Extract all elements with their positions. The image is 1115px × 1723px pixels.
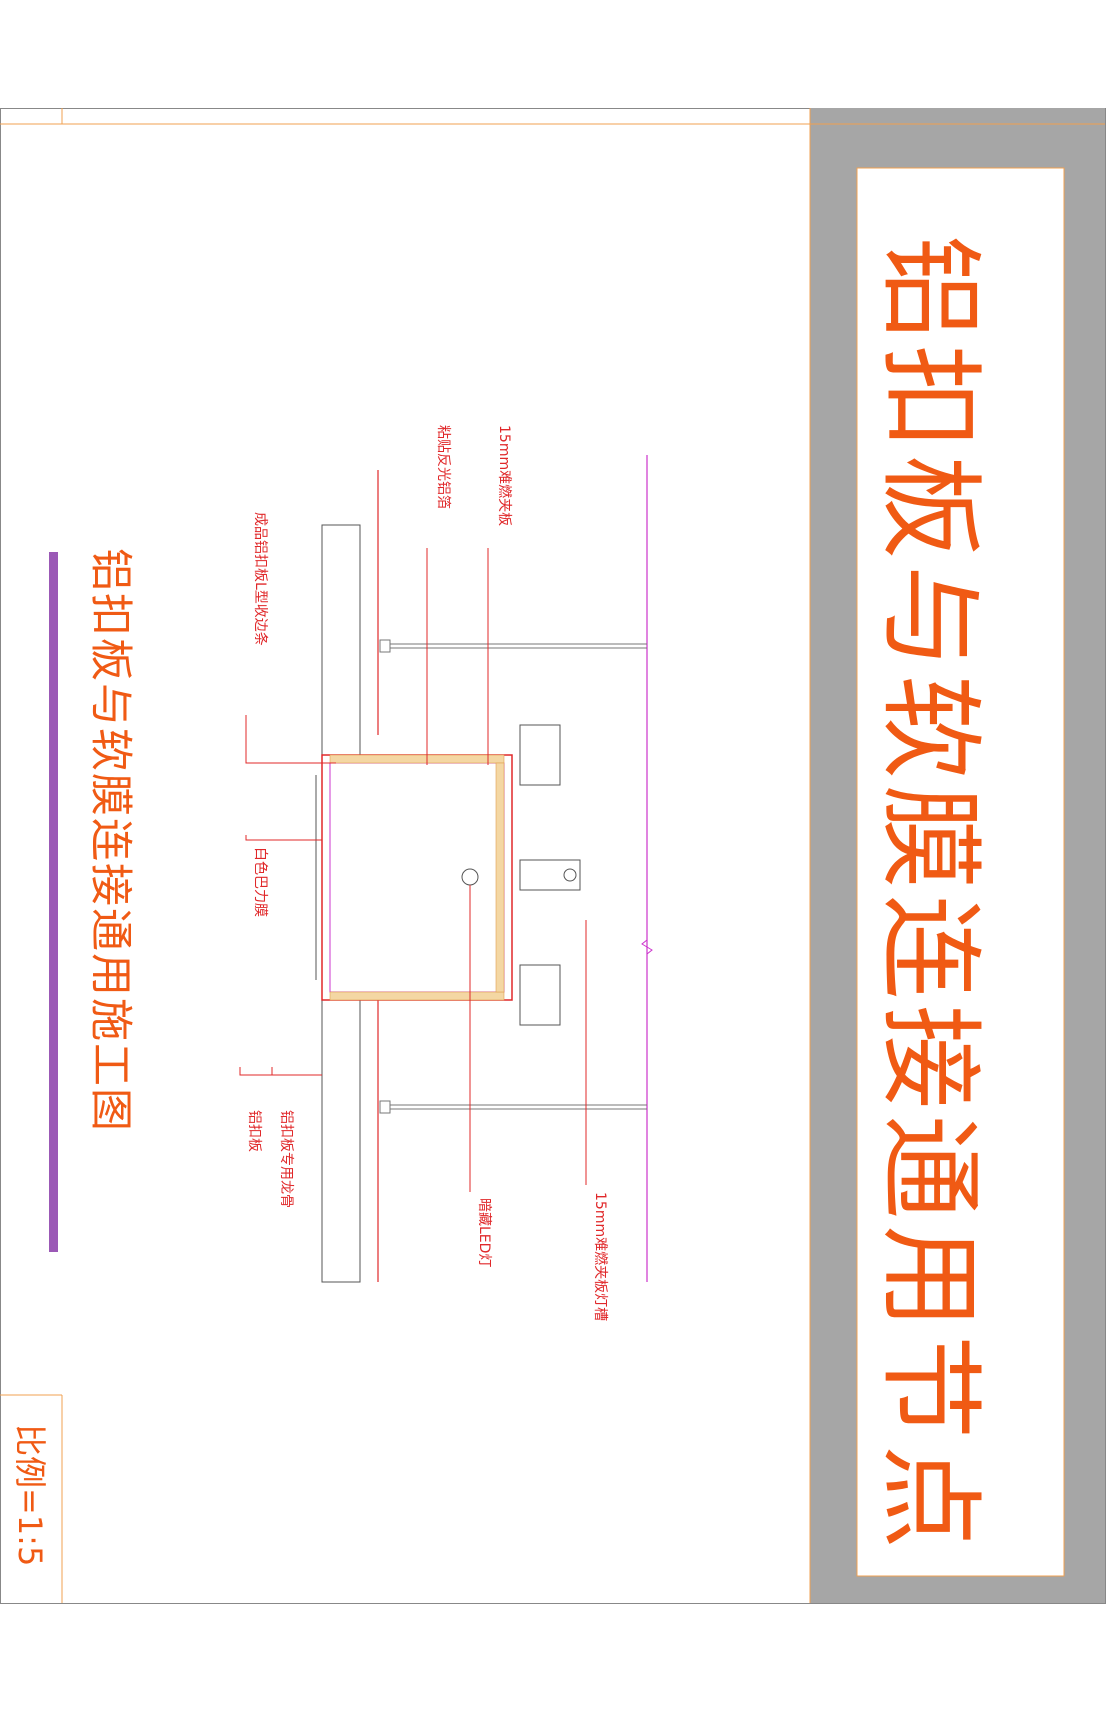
label-keel: 铝扣板专用龙骨 — [278, 1110, 294, 1208]
led-lamp — [461, 868, 479, 886]
foil-band-right — [495, 762, 505, 993]
title-box — [856, 167, 1065, 1577]
bracket-top — [519, 724, 561, 786]
label-15mm-board: 15mm难燃夹板 — [496, 425, 512, 527]
leader-keel — [271, 1067, 322, 1076]
foil-band-bottom — [329, 991, 505, 1001]
label-l-edge-strip: 成品铝扣板L型收边条 — [252, 512, 268, 646]
bracket-mid — [519, 859, 581, 891]
sheet-border — [0, 108, 1106, 1604]
leader-panel — [239, 1067, 272, 1076]
scale-label: 比例=1:5 — [11, 1424, 49, 1567]
label-light-trough: 15mm难燃夹板灯槽 — [592, 1192, 608, 1322]
label-hidden-led: 暗藏LED灯 — [476, 1198, 492, 1268]
leader-l-strip — [245, 715, 336, 764]
foil-band-top — [329, 754, 505, 764]
main-title: 铝扣板与软膜连接通用节点 — [869, 235, 991, 1556]
plywood-box — [321, 754, 513, 1001]
hanger-clip-bottom — [379, 1100, 391, 1114]
label-aluminum-panel: 铝扣板 — [246, 1110, 262, 1152]
leader-white-film — [245, 835, 322, 841]
label-white-film: 白色巴力膜 — [252, 847, 268, 917]
bracket-bottom — [519, 964, 561, 1026]
subtitle-bar — [49, 552, 58, 1252]
sub-title: 铝扣板与软膜连接通用施工图 — [85, 548, 135, 1133]
label-reflective-foil: 粘贴反光铝箔 — [435, 425, 451, 509]
aluminum-panel-bottom — [321, 999, 361, 1283]
slab-break — [641, 939, 653, 955]
hanger-clip-top — [379, 639, 391, 653]
aluminum-panel-top — [321, 524, 361, 756]
bolt-head — [563, 868, 577, 882]
